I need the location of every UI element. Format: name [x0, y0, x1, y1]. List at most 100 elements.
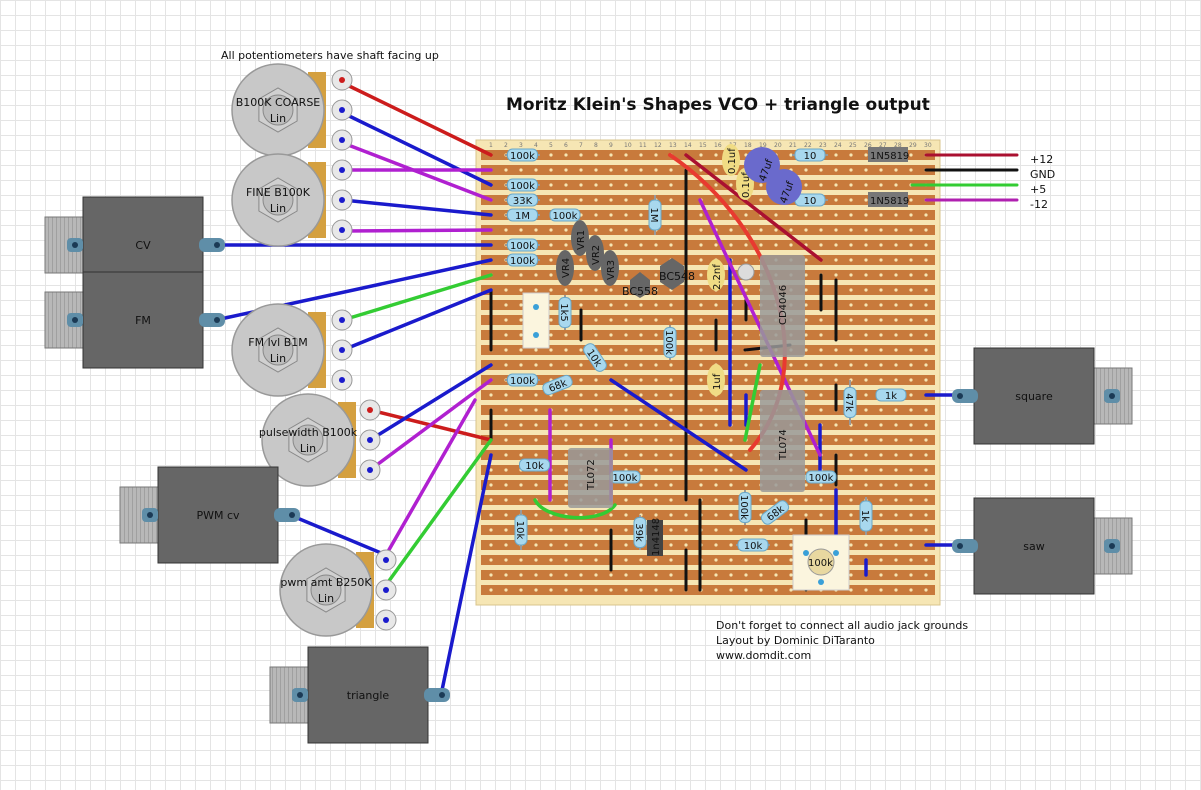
potentiometer: FM lvl B1M Lin — [231, 303, 353, 397]
strip — [481, 435, 935, 445]
resistor-value: 100k — [510, 151, 535, 162]
jack-label: CV — [135, 239, 151, 252]
pot-name: FM lvl B1M — [248, 336, 307, 349]
strip — [481, 240, 935, 250]
resistor-value: 10 — [804, 196, 817, 207]
svg-text:1N5819: 1N5819 — [870, 151, 909, 162]
strip — [481, 450, 935, 460]
column-number: 10 — [624, 142, 632, 149]
pot-taper: Lin — [270, 352, 286, 365]
resistor: 10k — [514, 510, 528, 550]
resistor: 100k — [505, 373, 540, 387]
power-label-minus12: -12 — [1030, 198, 1048, 211]
jack: triangle — [269, 646, 450, 744]
resistor: 10k — [736, 538, 770, 552]
column-number: 21 — [789, 142, 797, 149]
trimmer-10k-left — [522, 292, 550, 349]
svg-text:1N5819: 1N5819 — [870, 196, 909, 207]
cap-ceramic — [737, 263, 755, 281]
resistor-value: 100k — [663, 330, 674, 355]
column-number: 8 — [594, 142, 598, 149]
resistors: 100k100k33K1M100k100k100k100k1M1k510k100… — [505, 148, 907, 552]
strip — [481, 150, 935, 160]
power-labels: +12 GND +5 -12 — [1030, 153, 1055, 211]
column-number: 6 — [564, 142, 568, 149]
column-number: 26 — [864, 142, 872, 149]
column-number: 5 — [549, 142, 553, 149]
svg-text:BC558: BC558 — [622, 285, 658, 298]
strip — [481, 330, 935, 340]
column-number: 25 — [849, 142, 857, 149]
strip — [481, 345, 935, 355]
resistor-value: 1M — [515, 211, 530, 222]
column-number: 7 — [579, 142, 583, 149]
resistor: 100k — [805, 470, 837, 484]
power-label-plus12: +12 — [1030, 153, 1053, 166]
jack-label: PWM cv — [196, 509, 240, 522]
jack: FM — [44, 271, 225, 369]
svg-text:2.2nf: 2.2nf — [712, 264, 723, 290]
jack: square — [952, 347, 1133, 445]
off-board-wires — [213, 81, 962, 697]
strip — [481, 285, 935, 295]
pot-taper: Lin — [270, 112, 286, 125]
resistor-value: 1M — [648, 208, 659, 223]
strip — [481, 420, 935, 430]
jack: PWM cv — [119, 466, 300, 564]
column-number: 30 — [924, 142, 932, 149]
resistor-value: 1k — [885, 391, 897, 402]
stripboard: 1234567891011121314151617181920212223242… — [475, 139, 941, 606]
resistor: 100k — [505, 238, 540, 252]
column-number: 27 — [879, 142, 887, 149]
strip — [481, 255, 935, 265]
footer-notes: Don't forget to connect all audio jack g… — [716, 619, 968, 662]
resistor-value: 10k — [525, 461, 544, 472]
column-number: 1 — [489, 142, 493, 149]
svg-text:TL074: TL074 — [778, 429, 789, 461]
resistor-value: 1k5 — [558, 303, 569, 322]
resistor-value: 47k — [843, 393, 854, 412]
svg-text:VR2: VR2 — [591, 245, 602, 265]
column-number: 29 — [909, 142, 917, 149]
strip — [481, 495, 935, 505]
strip — [481, 300, 935, 310]
pot-taper: Lin — [318, 592, 334, 605]
column-numbers: 1234567891011121314151617181920212223242… — [489, 142, 932, 149]
resistor: 1k — [875, 388, 907, 402]
strip — [481, 225, 935, 235]
jack-label: FM — [135, 314, 151, 327]
footer-url: www.domdit.com — [716, 649, 811, 662]
trimmer-vr3: VR3 — [601, 250, 619, 286]
resistor: 100k — [663, 325, 677, 360]
resistor: 1M — [648, 195, 662, 235]
strip — [481, 480, 935, 490]
column-number: 18 — [744, 142, 752, 149]
diode-1n5819-b: 1N5819 — [868, 192, 909, 207]
ics: TL072 TL074 CD4046 — [568, 255, 805, 508]
trimmer-vr1: VR1 — [571, 220, 589, 256]
transistor-bc558: BC558 — [622, 272, 658, 298]
resistor: 10 — [792, 193, 828, 207]
trimmer-vr4: VR4 — [556, 250, 574, 286]
strip — [481, 540, 935, 550]
resistor-value: 100k — [510, 181, 535, 192]
svg-text:TL072: TL072 — [586, 459, 597, 491]
resistor: 10 — [792, 148, 828, 162]
jack-label: triangle — [347, 689, 390, 702]
strip — [481, 585, 935, 595]
column-number: 2 — [504, 142, 508, 149]
column-number: 13 — [669, 142, 677, 149]
svg-text:0.1uf: 0.1uf — [727, 148, 738, 174]
column-number: 23 — [819, 142, 827, 149]
svg-text:100k: 100k — [808, 558, 833, 569]
resistor-value: 100k — [553, 211, 578, 222]
resistor: 39k — [633, 515, 647, 550]
pot-orientation-note: All potentiometers have shaft facing up — [221, 49, 439, 62]
resistor: 100k — [609, 470, 641, 484]
pot-name: pwm amt B250K — [280, 576, 372, 589]
column-number: 22 — [804, 142, 812, 149]
